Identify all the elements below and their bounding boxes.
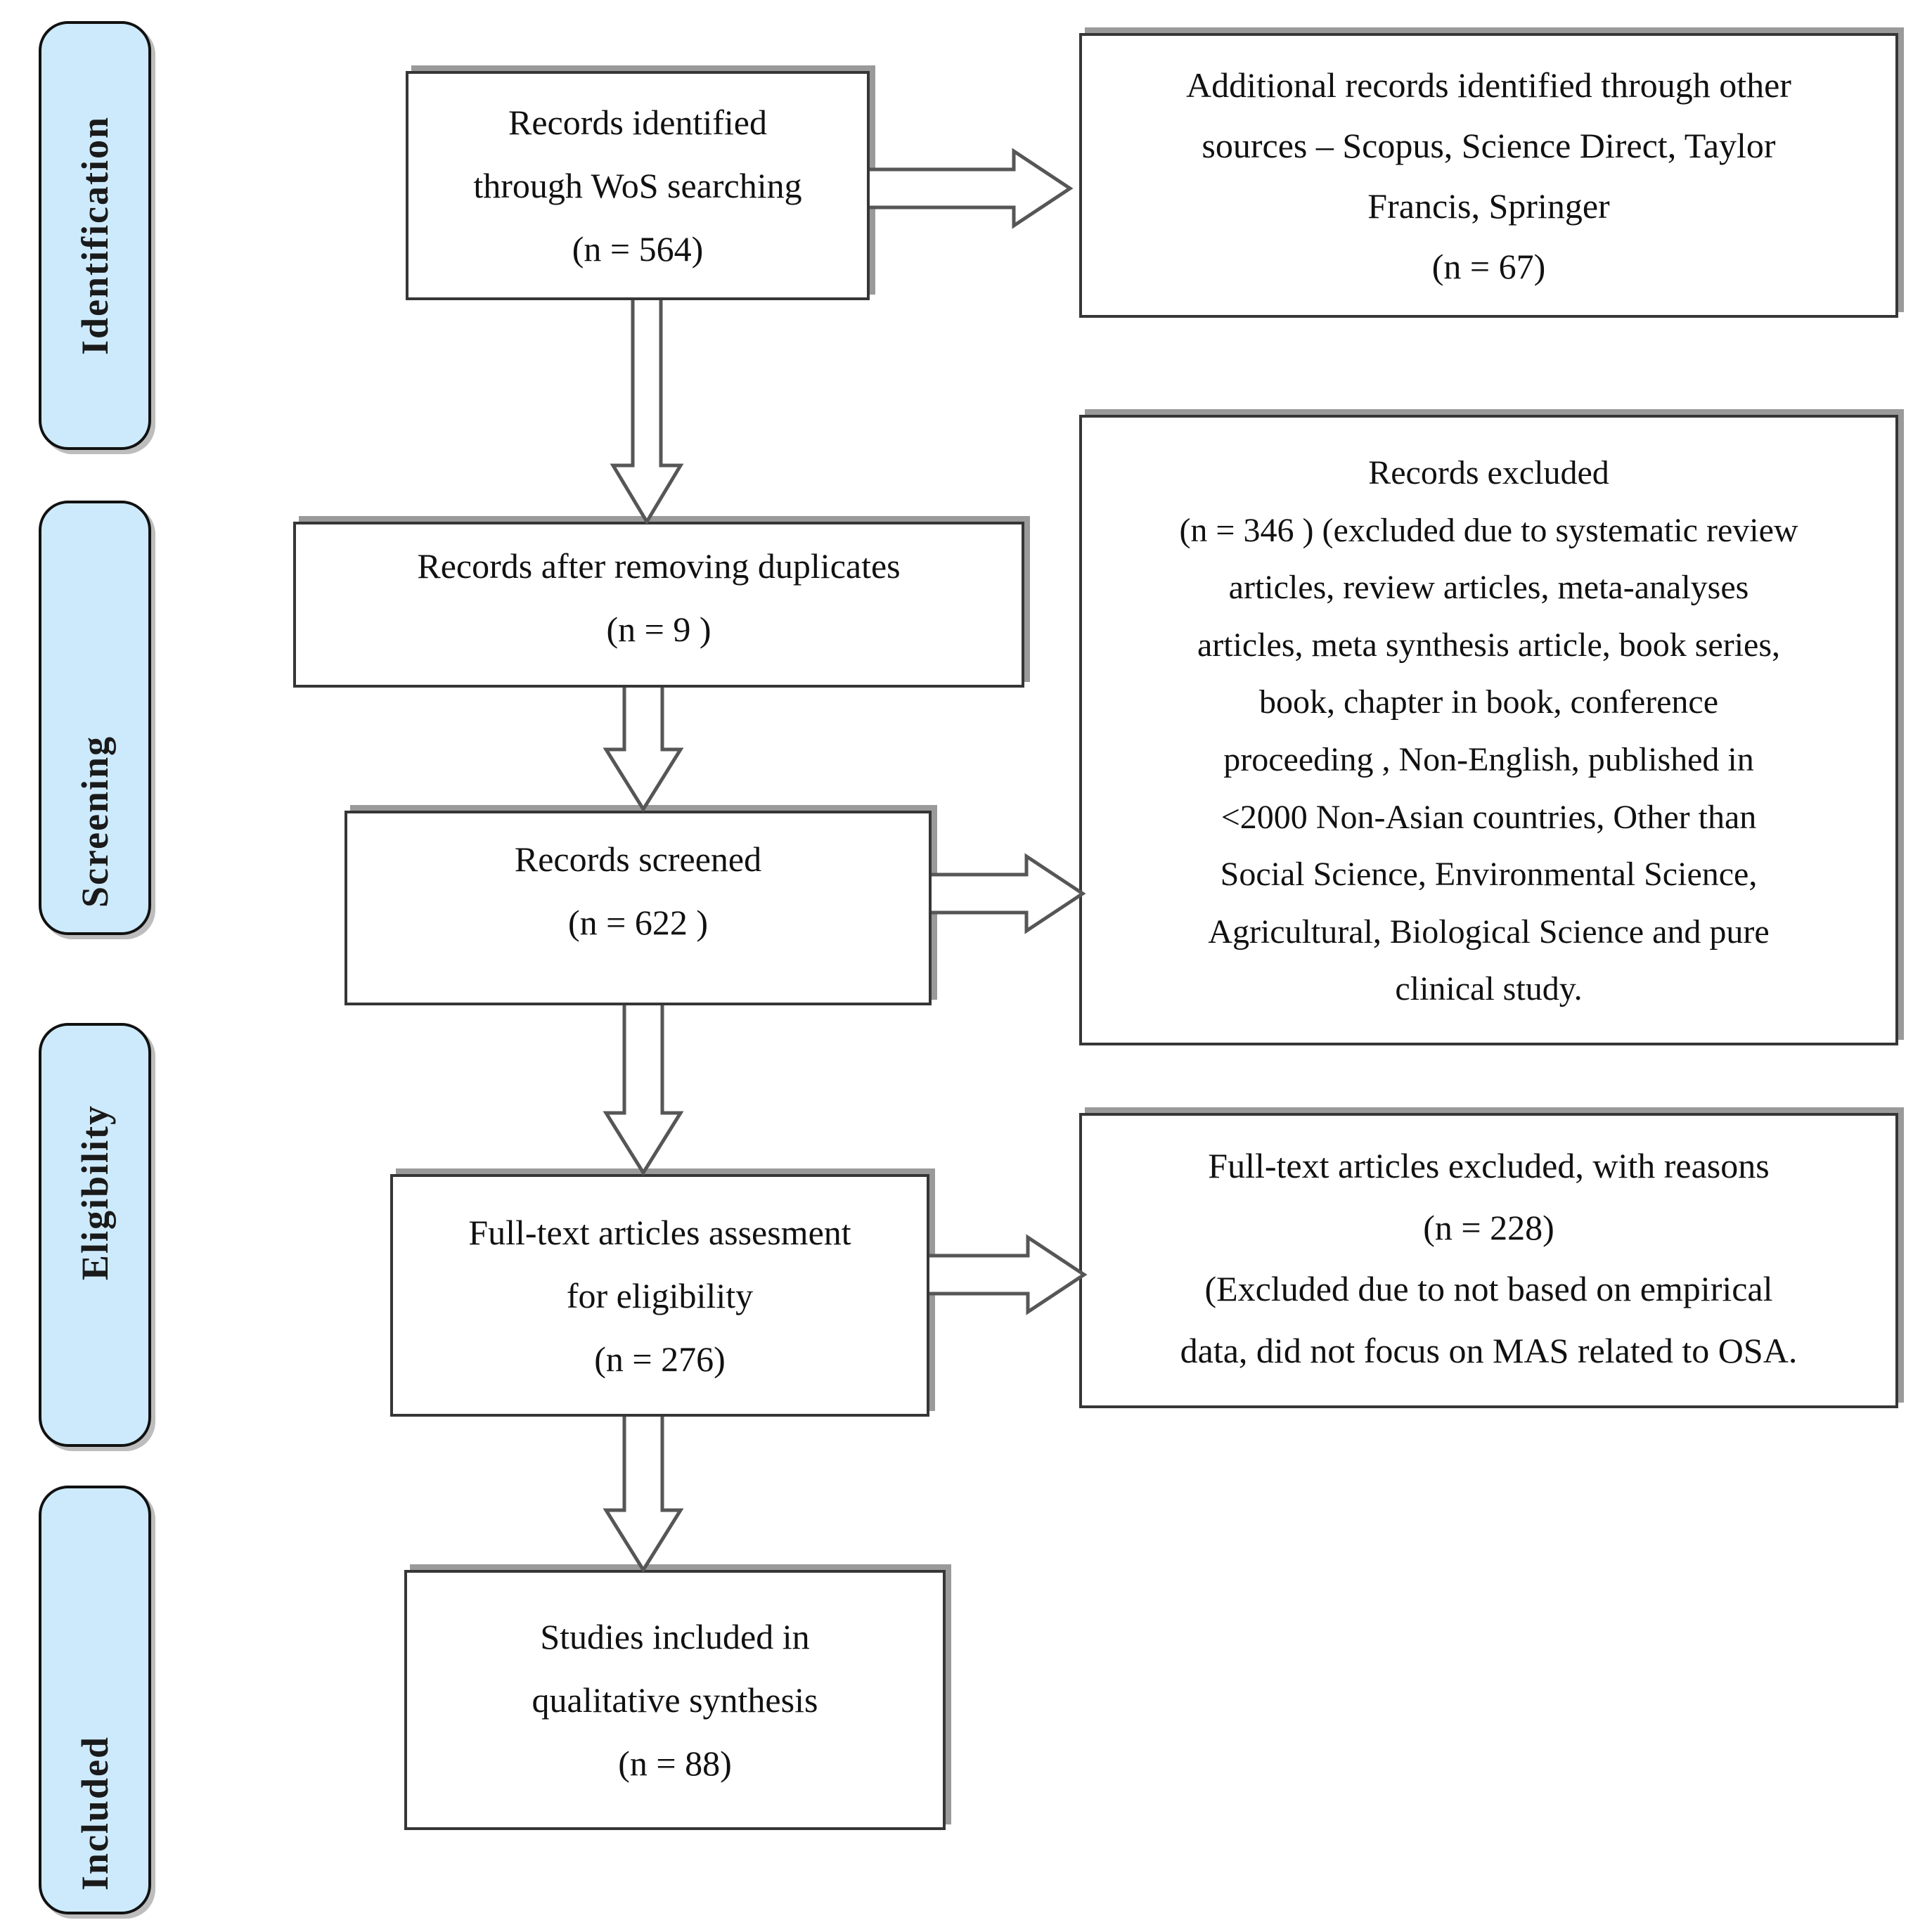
down-arrow-icon bbox=[603, 1005, 684, 1176]
box-records-identified: Records identified through WoS searching… bbox=[406, 71, 870, 300]
box-fulltext-excluded: Full-text articles excluded, with reason… bbox=[1079, 1113, 1898, 1408]
arrow-shape bbox=[932, 853, 1086, 934]
stage-screening: Screening bbox=[39, 501, 151, 935]
stage-eligibility: Eligibility bbox=[39, 1023, 151, 1447]
stage-label-included: Included bbox=[74, 1735, 116, 1891]
box-records-screened: Records screened (n = 622 ) bbox=[344, 811, 932, 1005]
down-arrow-icon bbox=[603, 688, 684, 813]
down-arrow-icon bbox=[603, 1417, 684, 1573]
arrow-shape bbox=[929, 1234, 1088, 1315]
right-arrow-icon bbox=[932, 853, 1086, 934]
stage-included: Included bbox=[39, 1486, 151, 1914]
stage-label-identification: Identification bbox=[74, 115, 116, 355]
arrow-shape bbox=[603, 688, 684, 813]
stage-label-screening: Screening bbox=[74, 735, 116, 908]
box-records-after-duplicates: Records after removing duplicates (n = 9… bbox=[293, 522, 1024, 688]
arrow-shape bbox=[603, 1005, 684, 1176]
arrow-shape bbox=[610, 300, 684, 525]
box-fulltext-assessment: Full-text articles assesment for eligibi… bbox=[390, 1174, 929, 1417]
box-additional-records: Additional records identified through ot… bbox=[1079, 33, 1898, 318]
arrow-shape bbox=[603, 1417, 684, 1573]
right-arrow-icon bbox=[929, 1234, 1088, 1315]
box-studies-included: Studies included in qualitative synthesi… bbox=[404, 1570, 946, 1830]
down-arrow-icon bbox=[610, 300, 684, 525]
stage-identification: Identification bbox=[39, 21, 151, 450]
right-arrow-icon bbox=[870, 148, 1074, 229]
box-records-excluded: Records excluded (n = 346 ) (excluded du… bbox=[1079, 415, 1898, 1045]
arrow-shape bbox=[870, 148, 1074, 229]
stage-label-eligibility: Eligibility bbox=[74, 1105, 116, 1281]
